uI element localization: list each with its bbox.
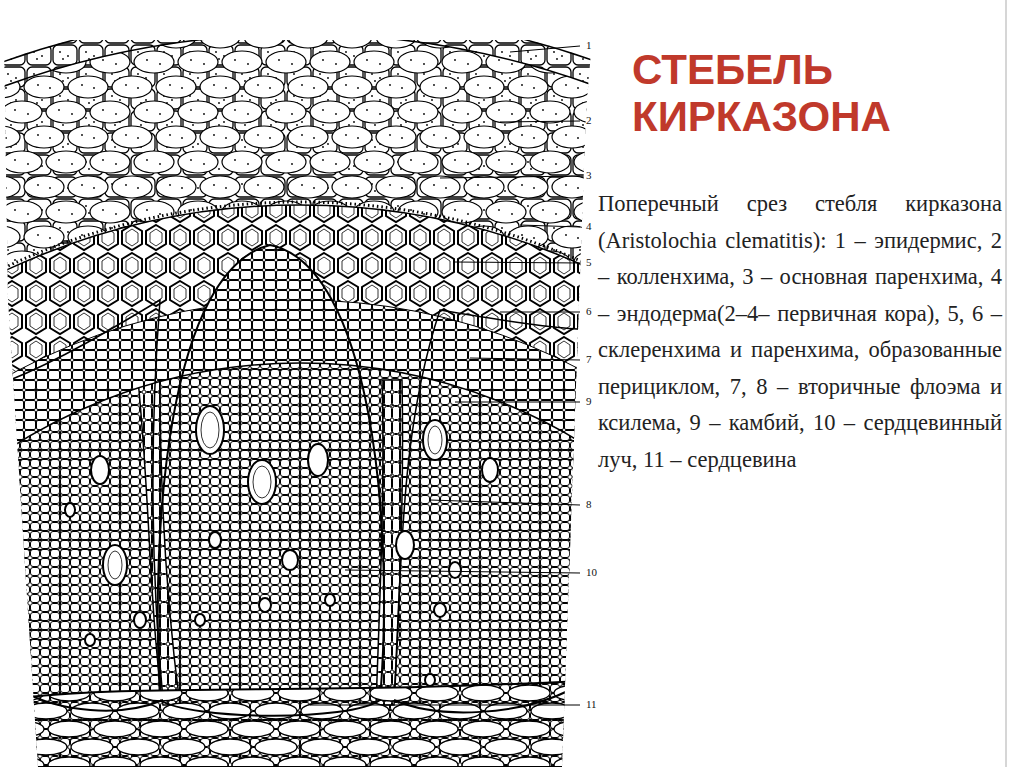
slide-border bbox=[1005, 0, 1007, 767]
callout-number: 10 bbox=[586, 566, 597, 578]
callout-number: 4 bbox=[586, 220, 592, 232]
callout-number: 3 bbox=[586, 169, 592, 181]
callout-number: 9 bbox=[586, 395, 592, 407]
slide-title: СТЕБЕЛЬ КИРКАЗОНА bbox=[632, 46, 962, 140]
callout-number: 11 bbox=[586, 698, 597, 710]
section-body bbox=[0, 10, 1024, 767]
callout-number: 5 bbox=[586, 256, 592, 268]
callout-number: 8 bbox=[586, 498, 592, 510]
callout-number: 1 bbox=[586, 39, 592, 51]
figure-caption: Поперечный срез стебля кирказона (Aristo… bbox=[598, 186, 1002, 478]
leader-lines bbox=[310, 46, 580, 705]
xylem-vessels bbox=[65, 406, 498, 686]
callout-number: 6 bbox=[586, 305, 592, 317]
callout-number: 2 bbox=[586, 114, 592, 126]
callout-number: 7 bbox=[586, 353, 592, 365]
